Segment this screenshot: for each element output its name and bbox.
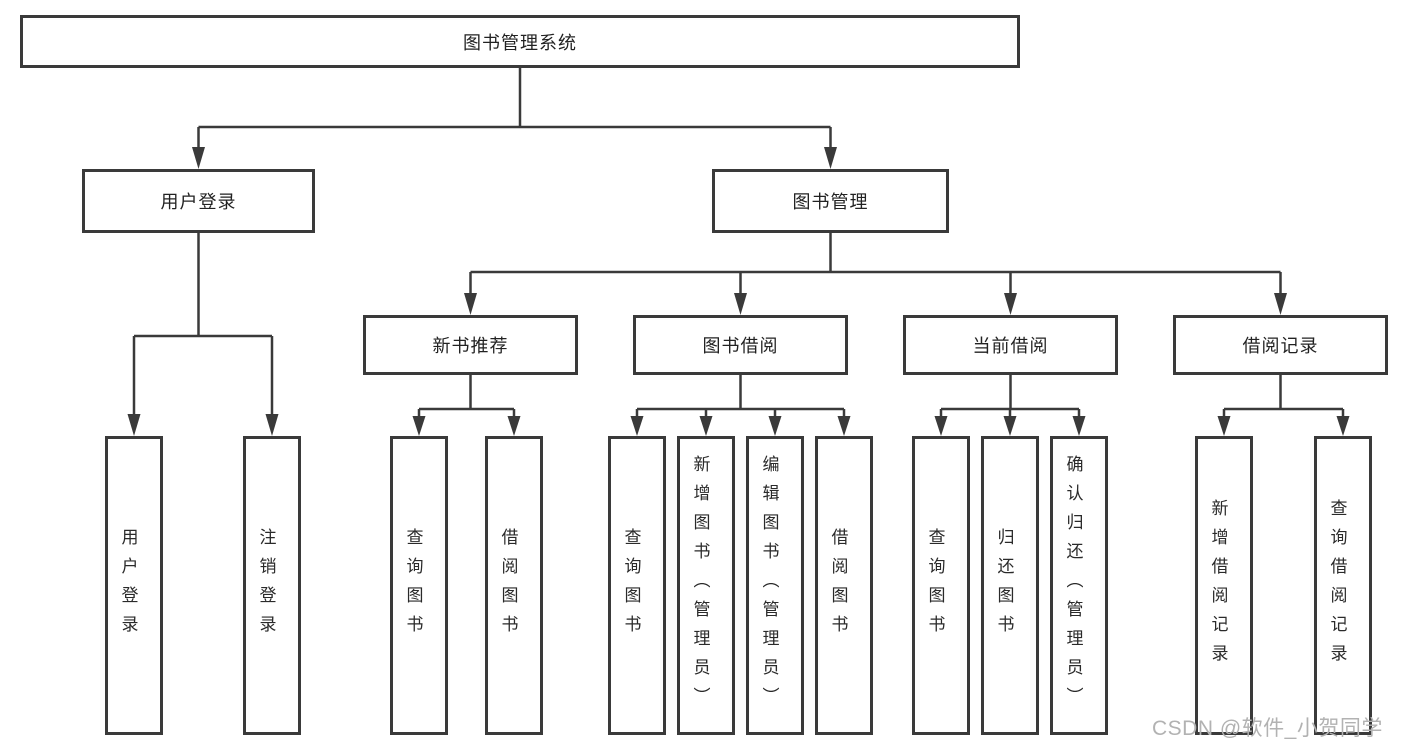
node-book-borrowing-label: 图书借阅: [702, 336, 779, 356]
connector-root-to-level2: [197, 68, 832, 150]
node-book-management: 图书管理: [712, 169, 949, 233]
leaf-query-books-current: 查询图书: [912, 436, 970, 735]
leaf-return-book-label: 归还图书: [994, 527, 1014, 644]
leaf-query-borrow-record: 查询借阅记录: [1314, 436, 1372, 735]
leaf-confirm-return-admin-label: 确认归还（管理员）: [1063, 455, 1083, 716]
node-new-book-recommend-label: 新书推荐: [432, 336, 509, 356]
leaf-borrow-books-recommend: 借阅图书: [485, 436, 543, 735]
connector-records-to-leaves: [1222, 375, 1345, 418]
node-book-management-label: 图书管理: [792, 192, 869, 212]
leaf-borrow-books-borrowing: 借阅图书: [815, 436, 873, 735]
leaf-logout-label: 注销登录: [256, 527, 276, 644]
leaf-query-books-borrowing: 查询图书: [608, 436, 666, 735]
connector-userlogin-to-leaves: [132, 232, 274, 416]
connector-newbook-to-leaves: [417, 375, 516, 418]
leaf-edit-book-admin-label: 编辑图书（管理员）: [759, 455, 779, 716]
leaf-query-books-recommend: 查询图书: [390, 436, 448, 735]
leaf-borrow-books-borrowing-label: 借阅图书: [828, 527, 848, 644]
leaf-add-book-admin: 新增图书（管理员）: [677, 436, 735, 735]
node-user-login-group: 用户登录: [82, 169, 315, 233]
node-borrow-records: 借阅记录: [1173, 315, 1388, 375]
leaf-add-borrow-record: 新增借阅记录: [1195, 436, 1253, 735]
leaf-query-borrow-record-label: 查询借阅记录: [1327, 498, 1347, 673]
leaf-confirm-return-admin: 确认归还（管理员）: [1050, 436, 1108, 735]
node-new-book-recommend: 新书推荐: [363, 315, 578, 375]
connector-bookborrow-to-leaves: [635, 375, 846, 418]
leaf-logout: 注销登录: [243, 436, 301, 735]
connector-bookmgmt-to-level3: [469, 232, 1282, 295]
node-user-login-label: 用户登录: [160, 192, 237, 212]
connector-currentborrow-to-leaves: [939, 375, 1081, 418]
node-root-system: 图书管理系统: [20, 15, 1020, 68]
node-current-borrowing-label: 当前借阅: [972, 336, 1049, 356]
leaf-borrow-books-recommend-label: 借阅图书: [498, 527, 518, 644]
leaf-user-login: 用户登录: [105, 436, 163, 735]
csdn-watermark: CSDN @软件_小贺同学: [1152, 717, 1383, 740]
leaf-add-book-admin-label: 新增图书（管理员）: [690, 455, 710, 716]
leaf-edit-book-admin: 编辑图书（管理员）: [746, 436, 804, 735]
node-root-label: 图书管理系统: [463, 32, 577, 53]
node-current-borrowing: 当前借阅: [903, 315, 1118, 375]
node-borrow-records-label: 借阅记录: [1242, 336, 1319, 356]
leaf-query-books-recommend-label: 查询图书: [403, 527, 423, 644]
node-book-borrowing: 图书借阅: [633, 315, 848, 375]
leaf-user-login-label: 用户登录: [118, 527, 138, 644]
leaf-query-books-current-label: 查询图书: [925, 527, 945, 644]
leaf-return-book: 归还图书: [981, 436, 1039, 735]
leaf-query-books-borrowing-label: 查询图书: [621, 527, 641, 644]
leaf-add-borrow-record-label: 新增借阅记录: [1208, 498, 1228, 673]
